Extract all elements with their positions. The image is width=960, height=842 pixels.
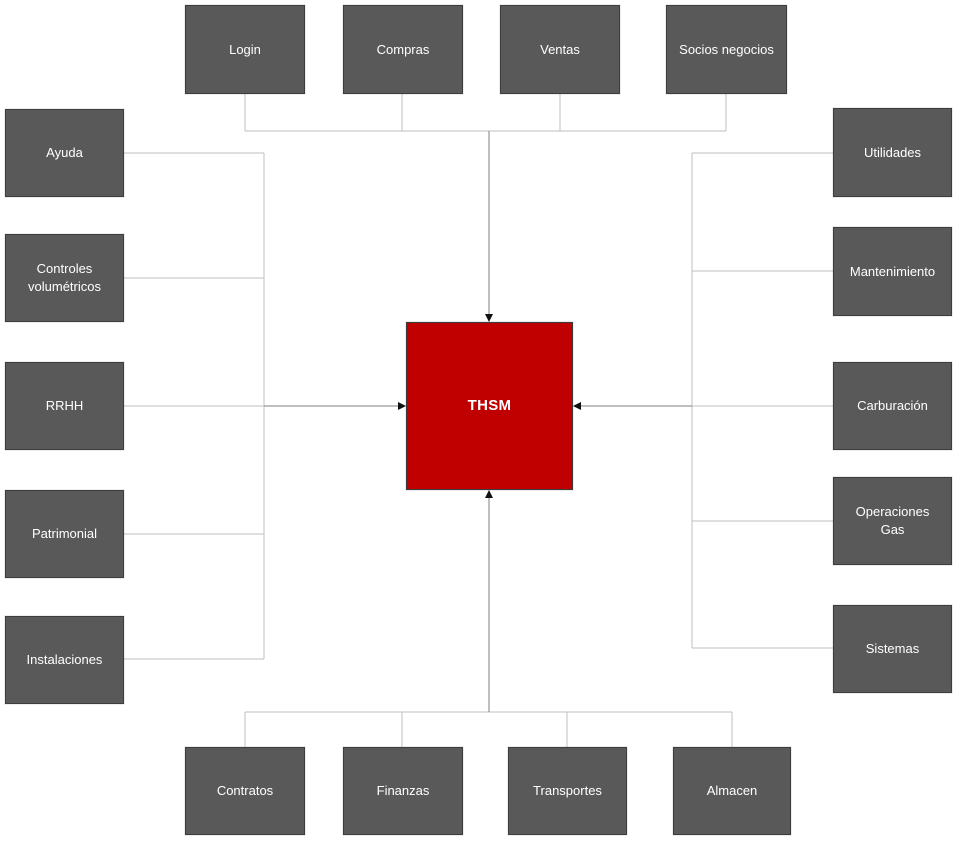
node-carburacion-label: Carburación bbox=[857, 398, 928, 414]
node-thsm-label: THSM bbox=[467, 396, 512, 414]
node-ayuda: Ayuda bbox=[5, 109, 124, 197]
node-mantenimiento-label: Mantenimiento bbox=[849, 263, 936, 279]
node-operaciones-gas-label: Operaciones Gas bbox=[855, 504, 930, 537]
node-sistemas: Sistemas bbox=[833, 605, 952, 693]
arrow-right-head-icon bbox=[573, 402, 581, 410]
node-socios-negocios-label: Socios negocios bbox=[679, 41, 774, 57]
node-rrhh: RRHH bbox=[5, 362, 124, 450]
node-controles-volumetricos: Controles volumétricos bbox=[5, 234, 124, 322]
arrow-top-head-icon bbox=[485, 314, 493, 322]
node-contratos-label: Contratos bbox=[216, 783, 274, 799]
node-transportes-label: Transportes bbox=[533, 783, 602, 799]
node-almacen: Almacen bbox=[673, 747, 791, 835]
node-ayuda-label: Ayuda bbox=[46, 145, 83, 161]
node-instalaciones-label: Instalaciones bbox=[26, 652, 103, 668]
node-operaciones-gas: Operaciones Gas bbox=[833, 477, 952, 565]
arrow-left-head-icon bbox=[398, 402, 406, 410]
node-compras-label: Compras bbox=[376, 41, 430, 57]
node-compras: Compras bbox=[343, 5, 463, 94]
node-patrimonial: Patrimonial bbox=[5, 490, 124, 578]
node-patrimonial-label: Patrimonial bbox=[31, 526, 98, 542]
node-login-label: Login bbox=[229, 41, 261, 57]
node-utilidades: Utilidades bbox=[833, 108, 952, 197]
node-almacen-label: Almacen bbox=[706, 783, 758, 799]
node-contratos: Contratos bbox=[185, 747, 305, 835]
node-mantenimiento: Mantenimiento bbox=[833, 227, 952, 316]
node-ventas: Ventas bbox=[500, 5, 620, 94]
node-carburacion: Carburación bbox=[833, 362, 952, 450]
node-socios-negocios: Socios negocios bbox=[666, 5, 787, 94]
node-finanzas: Finanzas bbox=[343, 747, 463, 835]
node-controles-volumetricos-label: Controles volumétricos bbox=[28, 261, 101, 294]
node-ventas-label: Ventas bbox=[540, 41, 580, 57]
node-thsm-center: THSM bbox=[406, 322, 573, 490]
node-transportes: Transportes bbox=[508, 747, 627, 835]
node-instalaciones: Instalaciones bbox=[5, 616, 124, 704]
arrow-bottom-head-icon bbox=[485, 490, 493, 498]
node-rrhh-label: RRHH bbox=[45, 398, 84, 414]
node-utilidades-label: Utilidades bbox=[863, 144, 922, 160]
node-login: Login bbox=[185, 5, 305, 94]
node-sistemas-label: Sistemas bbox=[865, 641, 920, 657]
node-finanzas-label: Finanzas bbox=[376, 783, 430, 799]
